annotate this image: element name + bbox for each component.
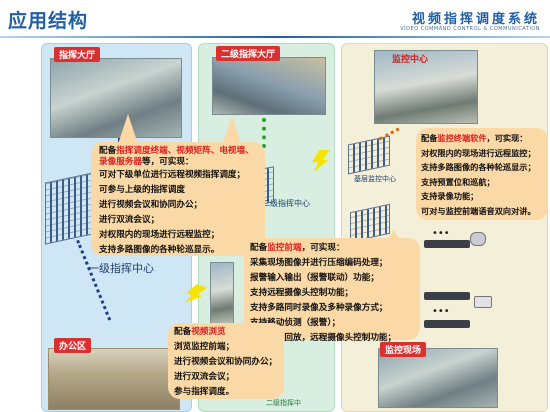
terminal-line-6: 支持多路图像的各种轮巡显示。 <box>99 245 220 255</box>
browse-line-1: 浏览监控前端； <box>174 342 235 352</box>
page-title: 应用结构 <box>8 10 89 32</box>
frontend-heading: 配备监控前端，可实现： <box>250 243 345 253</box>
terminal-line-4: 进行双流会议； <box>99 215 160 225</box>
encoder-device-3-icon <box>424 320 470 328</box>
browse-heading: 配备视频浏览 <box>174 327 226 337</box>
level2-bottom-label: 二级指挥中 <box>266 399 301 407</box>
callout-pointer-left <box>118 114 138 144</box>
monitor-center-tag: 监控中心 <box>392 55 429 65</box>
command-hall-photo <box>50 58 182 138</box>
green-arrow-icon <box>262 118 268 148</box>
office-photo <box>48 348 180 410</box>
level2-hall-tag: 二级指挥大厅 <box>216 46 281 61</box>
terminal-callout: 配备指挥调度终端、视频矩阵、电视墙、录像服务器等，可实现： 可对下级单位进行远程… <box>91 142 265 256</box>
browse-line-2: 进行视频会议和协同办公； <box>174 357 278 367</box>
monitor-sw-line-5: 可对与监控前端语音双向对讲。 <box>421 205 536 216</box>
terminal-callout-highlight: 指挥调度终端、视频矩阵、电视墙、录像服务器 <box>99 146 254 167</box>
ellipsis-icon: ••• <box>432 228 450 239</box>
header-divider <box>0 36 550 38</box>
field-photo <box>378 348 498 408</box>
camera-2-icon <box>474 296 492 308</box>
level2-label: 二级指挥中心 <box>262 199 310 208</box>
monitor-sw-heading: 配备监控终端软件，可实现： <box>421 133 528 143</box>
monitor-sw-line-3: 支持预置位和巡航； <box>421 176 495 187</box>
frontend-line-1: 采集现场图像并进行压缩编码处理； <box>250 258 388 268</box>
frontend-line-4: 支持多路同时录像及多种录像方式； <box>250 303 388 313</box>
command-hall-tag: 指挥大厅 <box>54 47 101 62</box>
frontend-line-6: 支持远程回放，远程摄像头控制功能； <box>250 333 397 343</box>
ellipsis-2-icon: ••• <box>432 306 450 317</box>
browse-line-3: 进行双流会议； <box>174 372 235 382</box>
frontend-highlight: 监控前端 <box>267 243 302 253</box>
terminal-line-2: 可参与上级的指挥调度 <box>99 185 185 195</box>
base-monitor-label: 基层监控中心 <box>354 175 396 183</box>
frontend-line-3: 支持远程摄像头控制功能； <box>250 288 354 298</box>
monitor-software-callout: 配备监控终端软件，可实现： 对权限内的现场进行远程监控； 支持多路图像的各种轮巡… <box>416 128 548 220</box>
monitor-sw-highlight: 监控终端软件 <box>437 133 487 143</box>
level1-label: 一级指挥中心 <box>88 262 154 275</box>
browse-line-4: 参与指挥调度。 <box>174 387 235 397</box>
monitor-center-photo <box>374 50 478 124</box>
field-tag: 监控现场 <box>380 342 427 357</box>
monitor-sw-line-2: 支持多路图像的各种轮巡显示； <box>421 162 536 172</box>
encoder-device-2-icon <box>424 292 470 300</box>
browse-callout: 配备视频浏览 浏览监控前端； 进行视频会议和协同办公； 进行双流会议； 参与指挥… <box>168 323 284 399</box>
office-tag: 办公区 <box>54 338 92 353</box>
level2-hall-photo-2 <box>210 262 234 324</box>
terminal-line-5: 对权限内的现场进行远程监控； <box>99 230 220 240</box>
terminal-line-3: 进行视频会议和协同办公； <box>99 200 203 210</box>
terminal-line-1: 可对下级单位进行远程视频指挥调度； <box>99 170 246 180</box>
camera-icon <box>470 232 486 246</box>
browse-highlight: 视频浏览 <box>191 327 226 337</box>
brand-subtitle: VIDEO COMMAND CONTROL & COMMUNICATION <box>400 26 540 32</box>
brand-title: 视频指挥调度系统 <box>411 12 540 27</box>
level2-hall-photo <box>212 57 326 115</box>
encoder-device-icon <box>424 240 470 248</box>
monitor-sw-line-1: 对权限内的现场进行远程监控； <box>421 147 536 158</box>
callout-pointer-right <box>222 116 242 146</box>
frontend-line-2: 报警输入输出（报警联动）功能； <box>250 273 379 283</box>
terminal-callout-heading: 配备指挥调度终端、视频矩阵、电视墙、录像服务器等，可实现： <box>99 146 254 167</box>
monitor-sw-line-4: 支持录像功能； <box>421 191 479 201</box>
frontend-line-5: 支持移动侦测（报警）； <box>250 318 341 328</box>
